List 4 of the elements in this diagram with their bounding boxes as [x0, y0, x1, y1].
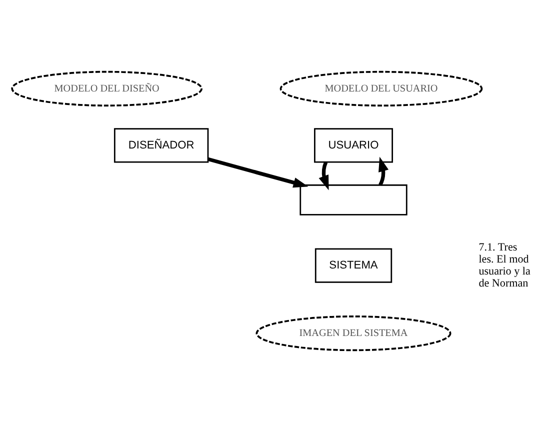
label: de Norman — [478, 276, 528, 289]
label: usuario y la — [478, 264, 530, 277]
label: les. El mod — [478, 252, 529, 265]
label: 7.1. Tres — [478, 240, 518, 253]
